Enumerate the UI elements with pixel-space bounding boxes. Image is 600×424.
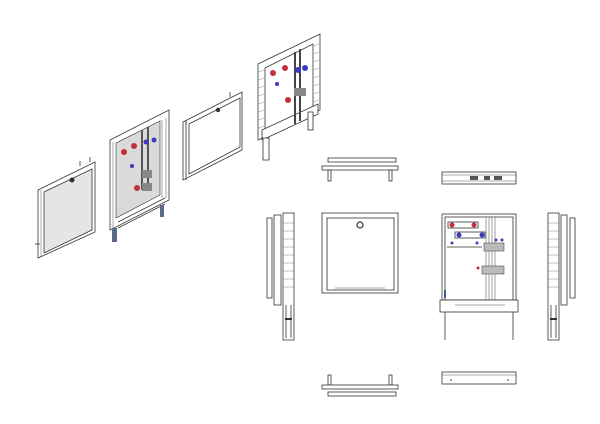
lock-icon (215, 107, 221, 113)
top-view-door (321, 157, 399, 182)
iso-cabinet-assembled (109, 109, 170, 242)
iso-frame-manifold (257, 33, 321, 161)
side-view-left (266, 212, 295, 341)
front-view-door (321, 212, 399, 294)
bottom-view-cabinet (441, 371, 517, 385)
lock-icon (356, 221, 364, 229)
lock-icon (69, 177, 75, 183)
iso-door-white (182, 91, 243, 181)
front-view-cabinet-open (439, 213, 519, 340)
bottom-view-door (321, 374, 399, 397)
iso-door (35, 157, 96, 259)
top-view-cabinet (441, 171, 517, 185)
side-view-right (547, 212, 576, 341)
